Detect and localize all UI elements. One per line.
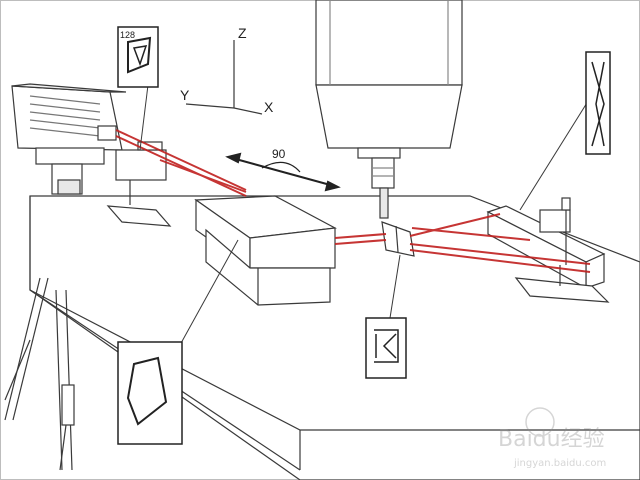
inset-top-left [117,26,159,88]
z-axis-label: Z [238,25,247,41]
spindle-collar [357,147,401,159]
x-axis-label: X [264,99,274,115]
inset-pentagon [117,341,183,445]
y-axis [185,103,235,109]
splitter-base [106,205,172,227]
spindle-tool [371,157,395,189]
leader-lines [139,84,591,346]
laser-head [11,83,127,195]
laser-mount [35,147,105,165]
watermark-url: jingyan.baidu.com [513,458,606,469]
spindle-cone [315,84,463,149]
rotation-arc [261,161,301,173]
inset-k-shape [365,317,407,379]
x-axis [233,107,263,115]
bar-base [514,277,610,303]
laser-top [11,83,127,93]
inset-right [585,51,611,155]
beam-9 [411,227,531,241]
rotation-arrows [225,152,341,192]
spindle-housing [315,0,463,86]
y-axis-label: Y [180,87,190,103]
beam-7 [409,243,591,265]
beam-3 [159,159,247,193]
splitter-block [115,149,167,181]
inset-label: 128 [120,30,135,40]
machine-table [29,195,640,480]
beam-8 [409,249,591,273]
watermark: Baidu经验 jingyan.baidu.com [498,407,606,469]
arrowhead-left [225,152,242,164]
workpiece-front [249,227,336,269]
workpiece-block [194,195,337,306]
beam-1 [115,129,247,191]
beam-6 [409,213,501,237]
beam-5 [334,239,387,245]
rotation-arrow-main [231,157,335,187]
laser-beams [115,129,591,273]
arrowhead-right [324,180,341,192]
laser-aperture [97,125,117,141]
beam-4 [334,233,387,239]
watermark-brand: Baidu经验 [498,427,605,452]
axis-indicator [185,40,263,115]
beam-2 [115,135,247,197]
spindle [315,0,463,219]
workpiece-lower [205,228,331,306]
beam-splitter [106,141,172,227]
bar-holder [539,209,571,233]
rotation-label: 90 [272,147,286,161]
tripod [4,277,75,471]
